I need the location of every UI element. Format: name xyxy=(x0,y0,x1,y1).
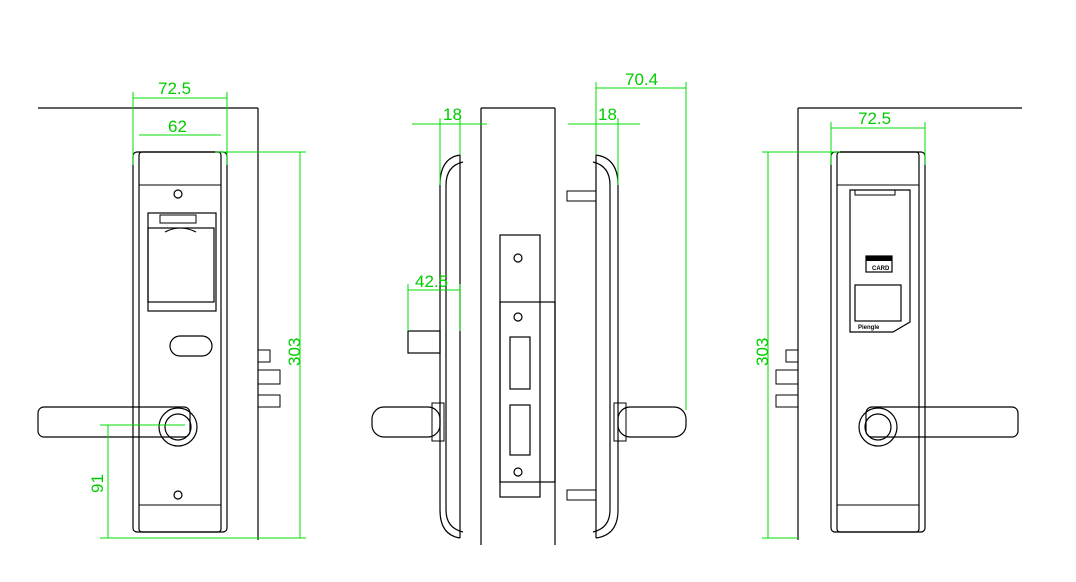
right-stub-top xyxy=(566,190,597,202)
back-lever-handle xyxy=(865,406,1019,438)
dim-text-back-width: 72.5 xyxy=(858,109,891,128)
mortise-screw-bottom xyxy=(513,467,523,477)
back-handle-rose xyxy=(858,407,898,447)
side-deadbolt xyxy=(407,330,441,354)
fingerprint-sensor-window xyxy=(147,227,215,303)
right-stub-bottom xyxy=(566,489,597,501)
fingerprint-slot xyxy=(159,214,197,224)
back-dimensions: 72.5 303 xyxy=(753,109,926,539)
card-label: CARD xyxy=(872,266,890,272)
side-right-lever-neck xyxy=(613,402,627,442)
front-escutcheon-inner xyxy=(138,151,222,533)
dim-text-back-height: 303 xyxy=(753,338,772,366)
side-view xyxy=(371,107,687,545)
brand-label: Piengle xyxy=(858,325,880,331)
battery-cover xyxy=(849,189,911,333)
right-escutcheon-profile xyxy=(595,154,619,539)
side-dimensions: 18 42.5 18 70.4 xyxy=(407,70,687,410)
front-latch-stub xyxy=(257,349,271,363)
dim-text-side-depth-left: 18 xyxy=(443,105,462,124)
dim-text-side-total-depth: 70.4 xyxy=(625,70,658,89)
dim-text-handle-height: 91 xyxy=(88,474,107,493)
back-view: CARD Piengle xyxy=(775,107,1022,540)
front-dimensions: 72.5 62 303 91 xyxy=(88,79,306,539)
left-escutcheon-inner xyxy=(445,161,464,533)
key-cover-button xyxy=(169,335,213,357)
front-escutcheon-outer xyxy=(132,151,228,533)
side-right-lever xyxy=(617,406,687,438)
back-escutcheon-inner xyxy=(836,151,920,533)
bottom-screw xyxy=(173,490,183,500)
handle-rose xyxy=(158,407,198,447)
back-escutcheon-outer xyxy=(830,151,926,533)
dim-text-bolt-projection: 42.5 xyxy=(415,272,448,291)
battery-window xyxy=(854,284,902,322)
front-view xyxy=(37,107,281,540)
mortise-screw-top xyxy=(513,253,523,263)
fingerprint-arc xyxy=(164,227,197,233)
top-screw xyxy=(173,189,183,199)
back-handle-rose-inner xyxy=(864,413,892,441)
side-left-lever-neck xyxy=(431,402,445,442)
mortise-case xyxy=(499,234,541,498)
handle-rose-inner xyxy=(164,413,192,441)
side-left-lever xyxy=(371,406,441,438)
front-lever-handle xyxy=(37,406,191,438)
dim-text-side-depth-right: 18 xyxy=(598,105,617,124)
mortise-faceplate xyxy=(499,301,556,483)
front-bolt-stub-1 xyxy=(257,369,281,385)
dim-text-front-width-inner: 62 xyxy=(168,117,187,136)
dim-text-front-width-outer: 72.5 xyxy=(158,79,191,98)
card-slot-bar xyxy=(866,256,892,261)
right-escutcheon-inner xyxy=(592,161,611,533)
battery-cover-tab xyxy=(854,189,896,196)
front-bolt-stub-2 xyxy=(257,394,281,408)
back-bolt-stub-1 xyxy=(775,369,799,385)
mortise-screw-mid xyxy=(513,312,523,322)
deadbolt-opening xyxy=(509,404,531,456)
back-latch-stub xyxy=(785,349,799,363)
back-bolt-stub-2 xyxy=(775,394,799,408)
latch-opening xyxy=(509,336,531,390)
left-escutcheon-profile xyxy=(439,154,461,539)
dim-text-front-height: 303 xyxy=(285,338,304,366)
